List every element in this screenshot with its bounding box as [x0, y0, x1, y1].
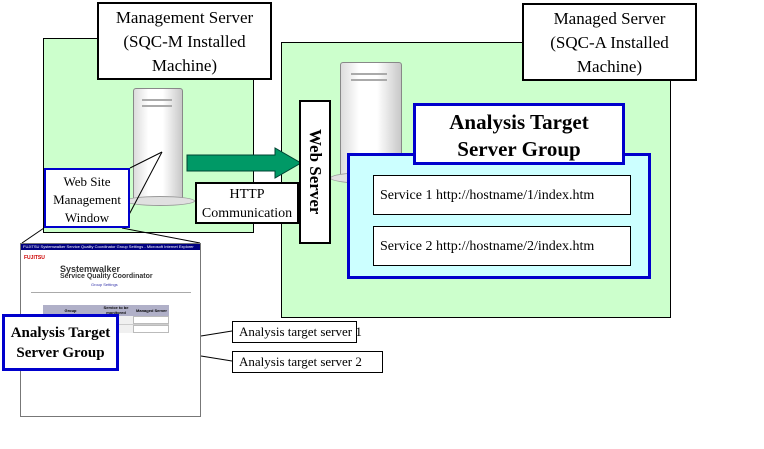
analysis-group-right-line1: Analysis Target — [449, 110, 589, 134]
product-name-line1: Systemwalker — [60, 264, 121, 274]
fujitsu-brand: FUJITSU — [24, 255, 45, 261]
management-server-title-line1: Management Server — [115, 8, 254, 27]
analysis-target-server-1-label: Analysis target server 1 — [232, 321, 362, 343]
management-server-title-line2: (SQC-M Installed — [123, 32, 246, 51]
service-2-box: Service 2 http://hostname/2/index.htm — [373, 226, 631, 266]
table-header-managed: Managed Server — [136, 308, 167, 313]
managed-server-label: Managed Server (SQC-A Installed Machine) — [522, 3, 697, 81]
screenshot-subtitle: Group Settings — [91, 282, 118, 287]
service-1-box: Service 1 http://hostname/1/index.htm — [373, 175, 631, 215]
analysis-target-group-right-label: Analysis Target Server Group — [413, 103, 625, 165]
web-site-window-line2: Management — [53, 192, 121, 207]
http-label-line1: HTTP — [229, 187, 265, 202]
management-server-tower-icon — [133, 88, 183, 200]
table-header-group: Group — [64, 308, 77, 313]
table-header-service: Service to be monitored — [103, 305, 129, 315]
web-site-window-label: Web Site Management Window — [44, 168, 130, 228]
browser-screenshot: FUJITSU Systemwalker Service Quality Coo… — [20, 243, 201, 417]
web-site-window-line3: Window — [64, 210, 110, 225]
product-name-line2: Service Quality Coordinator — [60, 273, 153, 280]
browser-title-bar: FUJITSU Systemwalker Service Quality Coo… — [21, 244, 200, 250]
analysis-target-group-left-label: Analysis Target Server Group — [2, 314, 119, 371]
managed-server-title-line3: Machine) — [576, 57, 643, 76]
managed-server-title-line1: Managed Server — [553, 9, 666, 28]
web-server-label: Web Server — [299, 100, 331, 244]
analysis-target-server-2-label: Analysis target server 2 — [232, 351, 383, 373]
web-site-window-line1: Web Site — [63, 174, 111, 189]
analysis-group-left-line2: Server Group — [16, 345, 105, 361]
management-server-title-line3: Machine) — [151, 56, 218, 75]
http-communication-label: HTTP Communication — [195, 182, 299, 224]
http-arrow-icon — [186, 147, 303, 179]
analysis-group-right-line2: Server Group — [457, 137, 581, 161]
managed-server-title-line2: (SQC-A Installed — [550, 33, 669, 52]
analysis-group-left-line1: Analysis Target — [10, 325, 111, 341]
http-label-line2: Communication — [201, 206, 293, 221]
management-server-label: Management Server (SQC-M Installed Machi… — [97, 2, 272, 80]
